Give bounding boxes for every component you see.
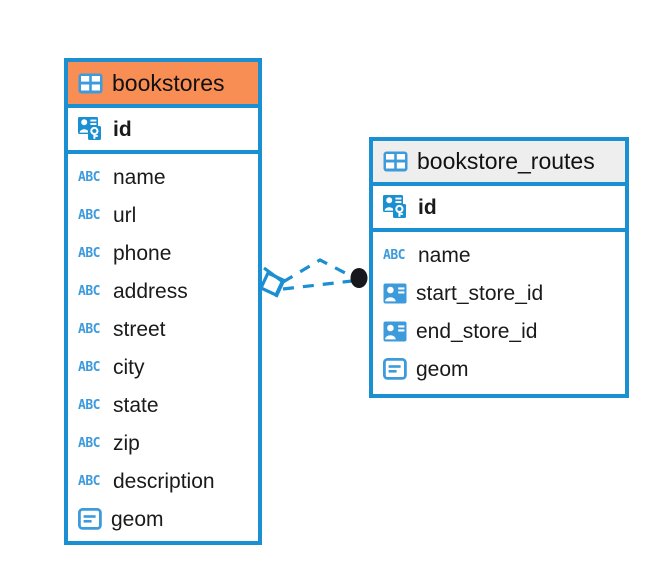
field-row[interactable]: ABC url <box>68 196 258 234</box>
svg-text:ABC: ABC <box>78 284 100 299</box>
abc-text-icon: ABC <box>78 205 104 225</box>
field-label: start_store_id <box>416 281 544 305</box>
field-row[interactable]: ABC city <box>68 348 258 386</box>
geometry-icon <box>383 358 407 380</box>
svg-text:ABC: ABC <box>78 360 100 375</box>
field-label: id <box>113 117 132 141</box>
entity-header-bookstore-routes[interactable]: bookstore_routes <box>373 141 625 186</box>
field-label: address <box>113 279 188 303</box>
filled-circle-marker <box>350 268 368 288</box>
primary-key-icon <box>78 117 104 141</box>
field-label: zip <box>113 431 140 455</box>
field-label: phone <box>113 241 172 265</box>
field-label: city <box>113 355 145 379</box>
field-label: id <box>418 195 437 219</box>
abc-text-icon: ABC <box>78 357 104 377</box>
field-row[interactable]: ABC name <box>373 236 625 274</box>
field-row[interactable]: start_store_id <box>373 274 625 312</box>
field-row-primary-key[interactable]: id <box>373 186 625 232</box>
entity-title: bookstore_routes <box>417 148 595 174</box>
abc-text-icon: ABC <box>78 167 104 187</box>
field-label: street <box>113 317 166 341</box>
field-label: description <box>113 469 215 493</box>
foreign-key-icon <box>383 283 407 304</box>
field-row[interactable]: end_store_id <box>373 312 625 350</box>
field-row[interactable]: ABC state <box>68 386 258 424</box>
svg-text:ABC: ABC <box>78 322 100 337</box>
abc-text-icon: ABC <box>383 245 409 265</box>
field-label: state <box>113 393 159 417</box>
field-row[interactable]: ABC address <box>68 272 258 310</box>
field-label: name <box>113 165 166 189</box>
field-row[interactable]: ABC zip <box>68 424 258 462</box>
field-label: geom <box>416 357 469 381</box>
field-label: end_store_id <box>416 319 538 343</box>
abc-text-icon: ABC <box>78 471 104 491</box>
abc-text-icon: ABC <box>78 319 104 339</box>
field-row[interactable]: geom <box>373 350 625 388</box>
relationship-line-lower <box>282 279 353 291</box>
field-row[interactable]: ABC description <box>68 462 258 500</box>
svg-text:ABC: ABC <box>78 246 100 261</box>
table-icon <box>78 73 103 94</box>
foreign-key-icon <box>383 321 407 342</box>
svg-text:ABC: ABC <box>78 436 100 451</box>
geometry-icon <box>78 508 102 530</box>
field-row[interactable]: geom <box>68 500 258 538</box>
abc-text-icon: ABC <box>78 281 104 301</box>
abc-text-icon: ABC <box>78 433 104 453</box>
abc-text-icon: ABC <box>78 243 104 263</box>
field-row[interactable]: ABC street <box>68 310 258 348</box>
entity-title: bookstores <box>112 69 225 96</box>
diamond-one-marker <box>258 266 286 298</box>
field-row-primary-key[interactable]: id <box>68 108 258 154</box>
svg-text:ABC: ABC <box>78 398 100 413</box>
svg-text:ABC: ABC <box>78 474 100 489</box>
svg-text:ABC: ABC <box>78 208 100 223</box>
entity-header-bookstores[interactable]: bookstores <box>68 62 258 108</box>
svg-text:ABC: ABC <box>78 170 100 185</box>
primary-key-icon <box>383 195 409 219</box>
field-row[interactable]: ABC name <box>68 158 258 196</box>
field-label: url <box>113 203 137 227</box>
field-row[interactable]: ABC phone <box>68 234 258 272</box>
abc-text-icon: ABC <box>78 395 104 415</box>
table-icon <box>383 151 408 172</box>
field-label: name <box>418 243 471 267</box>
entity-table-bookstore-routes[interactable]: bookstore_routes id <box>369 137 629 398</box>
svg-text:ABC: ABC <box>383 248 405 263</box>
relationship-line-upper <box>282 258 354 284</box>
field-label: geom <box>111 507 164 531</box>
